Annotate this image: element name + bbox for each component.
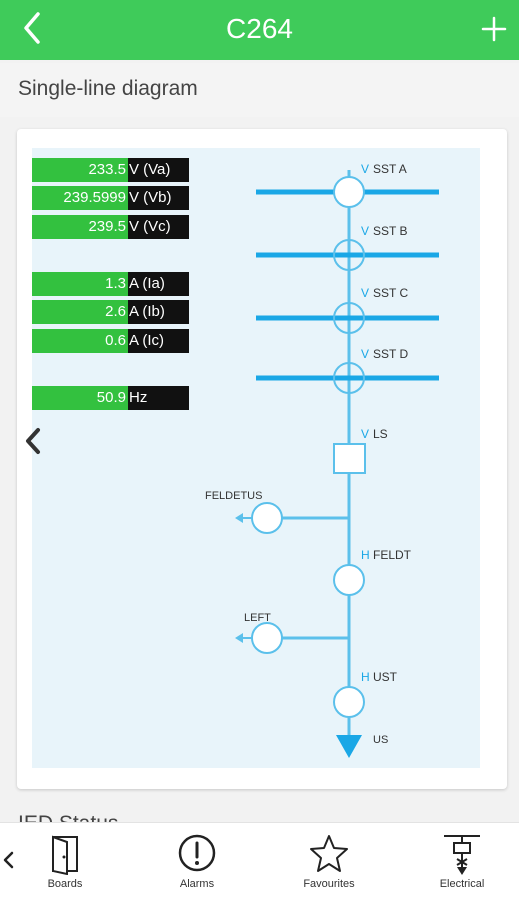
chevron-left-icon xyxy=(26,428,40,454)
measurement-vc: 239.5 V (Vc) xyxy=(32,215,189,239)
measurement-unit: V (Va) xyxy=(128,158,189,182)
state-sst-c: V xyxy=(361,286,369,300)
state-sst-b: V xyxy=(361,224,369,238)
label-sst-b: SST B xyxy=(373,224,407,238)
switch-feldt[interactable] xyxy=(333,564,365,596)
switch-left[interactable] xyxy=(251,622,283,654)
measurement-unit: A (Ib) xyxy=(128,300,189,324)
nav-label-boards: Boards xyxy=(47,878,83,890)
measurement-value: 50.9 xyxy=(32,386,128,410)
measurement-unit: V (Vc) xyxy=(128,215,189,239)
measurement-frequency: 50.9 Hz xyxy=(32,386,189,410)
label-feldt: FELDT xyxy=(373,548,412,562)
app-bar: C264 xyxy=(0,0,519,60)
measurement-vb: 239.5999 V (Vb) xyxy=(32,186,189,210)
previous-page-button[interactable] xyxy=(20,425,46,457)
bottom-navigation: Boards Alarms Favourites xyxy=(0,822,519,900)
measurement-value: 239.5999 xyxy=(32,186,128,210)
measurement-ib: 2.6 A (Ib) xyxy=(32,300,189,324)
star-icon xyxy=(310,835,348,872)
switch-ust[interactable] xyxy=(333,686,365,718)
arrow-us xyxy=(336,735,362,758)
measurement-unit: A (Ia) xyxy=(128,272,189,296)
nav-label-favourites: Favourites xyxy=(303,878,355,890)
label-feldetus: FELDETUS xyxy=(205,490,262,502)
label-sst-a: SST A xyxy=(373,162,407,176)
measurement-value: 1.3 xyxy=(32,272,128,296)
nav-item-favourites[interactable]: Favourites xyxy=(274,823,384,900)
measurement-ic: 0.6 A (Ic) xyxy=(32,329,189,353)
state-ust: H xyxy=(361,670,370,684)
section-title: Single-line diagram xyxy=(18,77,198,100)
page-title: C264 xyxy=(226,13,293,44)
add-button[interactable] xyxy=(477,12,511,46)
nav-item-electrical[interactable]: Electrical xyxy=(407,823,517,900)
measurement-ia: 1.3 A (Ia) xyxy=(32,272,189,296)
alarm-exclamation-icon xyxy=(178,834,216,872)
label-ls: LS xyxy=(373,427,388,441)
label-ust: UST xyxy=(373,670,398,684)
plus-icon xyxy=(481,16,507,42)
switch-feldetus[interactable] xyxy=(251,502,283,534)
switch-sst-c[interactable] xyxy=(333,302,365,334)
state-ls: V xyxy=(361,427,369,441)
measurement-va: 233.5 V (Va) xyxy=(32,158,189,182)
label-sst-d: SST D xyxy=(373,347,408,361)
arrow-feldetus-head xyxy=(235,513,243,523)
switch-sst-a[interactable] xyxy=(333,176,365,208)
chevron-left-icon xyxy=(24,12,40,44)
measurement-unit: A (Ic) xyxy=(128,329,189,353)
back-button[interactable] xyxy=(12,8,52,48)
nav-scroll-left-button[interactable] xyxy=(0,845,18,875)
label-left: LEFT xyxy=(244,612,271,624)
state-sst-a: V xyxy=(361,162,369,176)
chevron-left-icon xyxy=(3,851,14,869)
diagram-area xyxy=(32,148,480,768)
measurement-unit: V (Vb) xyxy=(128,186,189,210)
switch-sst-d[interactable] xyxy=(333,362,365,394)
state-sst-d: V xyxy=(361,347,369,361)
electrical-icon xyxy=(444,835,480,875)
nav-item-boards[interactable]: Boards xyxy=(10,823,120,900)
measurement-value: 0.6 xyxy=(32,329,128,353)
nav-item-alarms[interactable]: Alarms xyxy=(142,823,252,900)
measurement-unit: Hz xyxy=(128,386,189,410)
measurement-value: 233.5 xyxy=(32,158,128,182)
section-header: Single-line diagram xyxy=(0,63,519,117)
switch-sst-b[interactable] xyxy=(333,239,365,271)
measurement-value: 239.5 xyxy=(32,215,128,239)
label-sst-c: SST C xyxy=(373,286,408,300)
nav-label-alarms: Alarms xyxy=(179,878,215,890)
measurement-value: 2.6 xyxy=(32,300,128,324)
breaker-ls[interactable] xyxy=(333,443,366,474)
boards-door-icon xyxy=(52,835,78,875)
label-us: US xyxy=(373,734,388,746)
state-feldt: H xyxy=(361,548,370,562)
nav-label-electrical: Electrical xyxy=(439,878,485,890)
arrow-left-head xyxy=(235,633,243,643)
